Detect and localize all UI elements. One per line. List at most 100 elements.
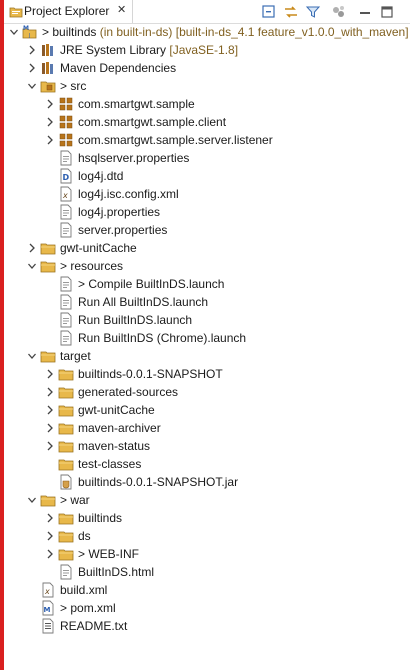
tree-item[interactable]: maven-archiver [4,419,410,437]
collapse-all-icon[interactable] [260,3,278,21]
chevron-right-icon[interactable] [26,239,38,257]
dirty-marker: > [42,25,53,39]
chevron-right-icon[interactable] [44,527,56,545]
tree-item-text: gwt-unitCache [78,403,155,417]
tree-item-decoration: [JavaSE-1.8] [166,43,239,57]
chevron-right-icon[interactable] [44,383,56,401]
tree-item[interactable]: log4j.properties [4,203,410,221]
chevron-right-icon[interactable] [44,113,56,131]
window-edge [0,0,4,670]
file-icon [58,276,74,292]
tree-item-text: BuiltInDS.html [78,565,155,579]
tree-item[interactable]: M> pom.xml [4,599,410,617]
tree-item[interactable]: gwt-unitCache [4,239,410,257]
tree-item-decoration: (in built-in-ds) [built-in-ds_4.1 featur… [96,25,409,39]
tree-item-text: com.smartgwt.sample.server.listener [78,133,273,147]
tree-item[interactable]: > Compile BuiltInDS.launch [4,275,410,293]
chevron-down-icon[interactable] [26,257,38,275]
tree-item-text: Maven Dependencies [60,61,177,75]
close-icon[interactable]: ✕ [117,4,127,16]
link-with-editor-icon[interactable] [282,3,300,21]
chevron-right-icon[interactable] [44,401,56,419]
tree-item-label: builtinds-0.0.1-SNAPSHOT [78,365,223,383]
tree-item[interactable]: > WEB-INF [4,545,410,563]
chevron-right-icon[interactable] [44,437,56,455]
project-explorer-icon [9,5,23,18]
chevron-down-icon[interactable] [26,347,38,365]
tab-label: Project Explorer [24,4,110,18]
tree-item-text: log4j.dtd [78,169,124,183]
tree-item[interactable]: Run BuiltInDS.launch [4,311,410,329]
view-menu-icon[interactable] [330,3,348,21]
tree-item-label: > WEB-INF [78,545,139,563]
tree-item[interactable]: BuiltInDS.html [4,563,410,581]
chevron-right-icon[interactable] [44,419,56,437]
tree-item[interactable]: hsqlserver.properties [4,149,410,167]
tree-item-text: builtinds-0.0.1-SNAPSHOT [78,367,223,381]
chevron-right-icon[interactable] [26,59,38,77]
tree-item[interactable]: builtinds [4,509,410,527]
tree-item-text: log4j.properties [78,205,161,219]
maximize-icon[interactable] [378,3,396,21]
tree-item-label: Maven Dependencies [60,59,176,77]
tree-item[interactable]: com.smartgwt.sample.server.listener [4,131,410,149]
chevron-right-icon[interactable] [44,131,56,149]
tree-item[interactable]: ds [4,527,410,545]
chevron-right-icon[interactable] [44,545,56,563]
tree-item-text: hsqlserver.properties [78,151,190,165]
tab-project-explorer[interactable]: Project Explorer ✕ [4,0,133,23]
tree-item-text: pom.xml [70,601,116,615]
tree-item-label: hsqlserver.properties [78,149,189,167]
tree-item-text: Run BuiltInDS.launch [78,313,193,327]
tree-item-label: server.properties [78,221,167,239]
tree-item[interactable]: Run BuiltInDS (Chrome).launch [4,329,410,347]
tree-item-label: log4j.properties [78,203,160,221]
tree-item-text: WEB-INF [88,547,140,561]
tree-item[interactable]: server.properties [4,221,410,239]
maven-pom-icon: M [40,600,56,616]
tree-item-label: > src [60,77,86,95]
tree-item[interactable]: builtinds-0.0.1-SNAPSHOT.jar [4,473,410,491]
chevron-right-icon[interactable] [44,95,56,113]
chevron-down-icon[interactable] [26,77,38,95]
tree-item-label: build.xml [60,581,107,599]
jar-file-icon [58,474,74,490]
tree-item[interactable]: maven-status [4,437,410,455]
filter-icon[interactable] [304,3,322,21]
tree-item[interactable]: target [4,347,410,365]
tree-item[interactable]: builtinds-0.0.1-SNAPSHOT [4,365,410,383]
tree-item[interactable]: com.smartgwt.sample [4,95,410,113]
tree-item[interactable]: README.txt [4,617,410,635]
svg-text:x: x [62,191,68,200]
tree-item[interactable]: generated-sources [4,383,410,401]
svg-text:D: D [63,173,70,182]
chevron-right-icon[interactable] [26,41,38,59]
chevron-down-icon[interactable] [26,491,38,509]
tree-item[interactable]: com.smartgwt.sample.client [4,113,410,131]
tree-item-text: build.xml [60,583,108,597]
minimize-icon[interactable] [356,3,374,21]
library-icon [40,42,56,58]
tree-item-text: test-classes [78,457,142,471]
tree-item[interactable]: Run All BuiltInDS.launch [4,293,410,311]
tree-item[interactable]: > war [4,491,410,509]
chevron-right-icon[interactable] [44,509,56,527]
tree-item[interactable]: Maven Dependencies [4,59,410,77]
package-icon [58,114,74,130]
tree-item[interactable]: test-classes [4,455,410,473]
dirty-marker: > [78,547,89,561]
tree-item[interactable]: > resources [4,257,410,275]
chevron-down-icon[interactable] [8,23,20,41]
tree-item[interactable]: gwt-unitCache [4,401,410,419]
chevron-right-icon[interactable] [44,365,56,383]
tree-item[interactable]: > src [4,77,410,95]
library-icon [40,60,56,76]
tree-item-text: JRE System Library [60,43,167,57]
svg-text:J: J [28,33,30,39]
file-icon [58,330,74,346]
tree-item[interactable]: JRE System Library [JavaSE-1.8] [4,41,410,59]
